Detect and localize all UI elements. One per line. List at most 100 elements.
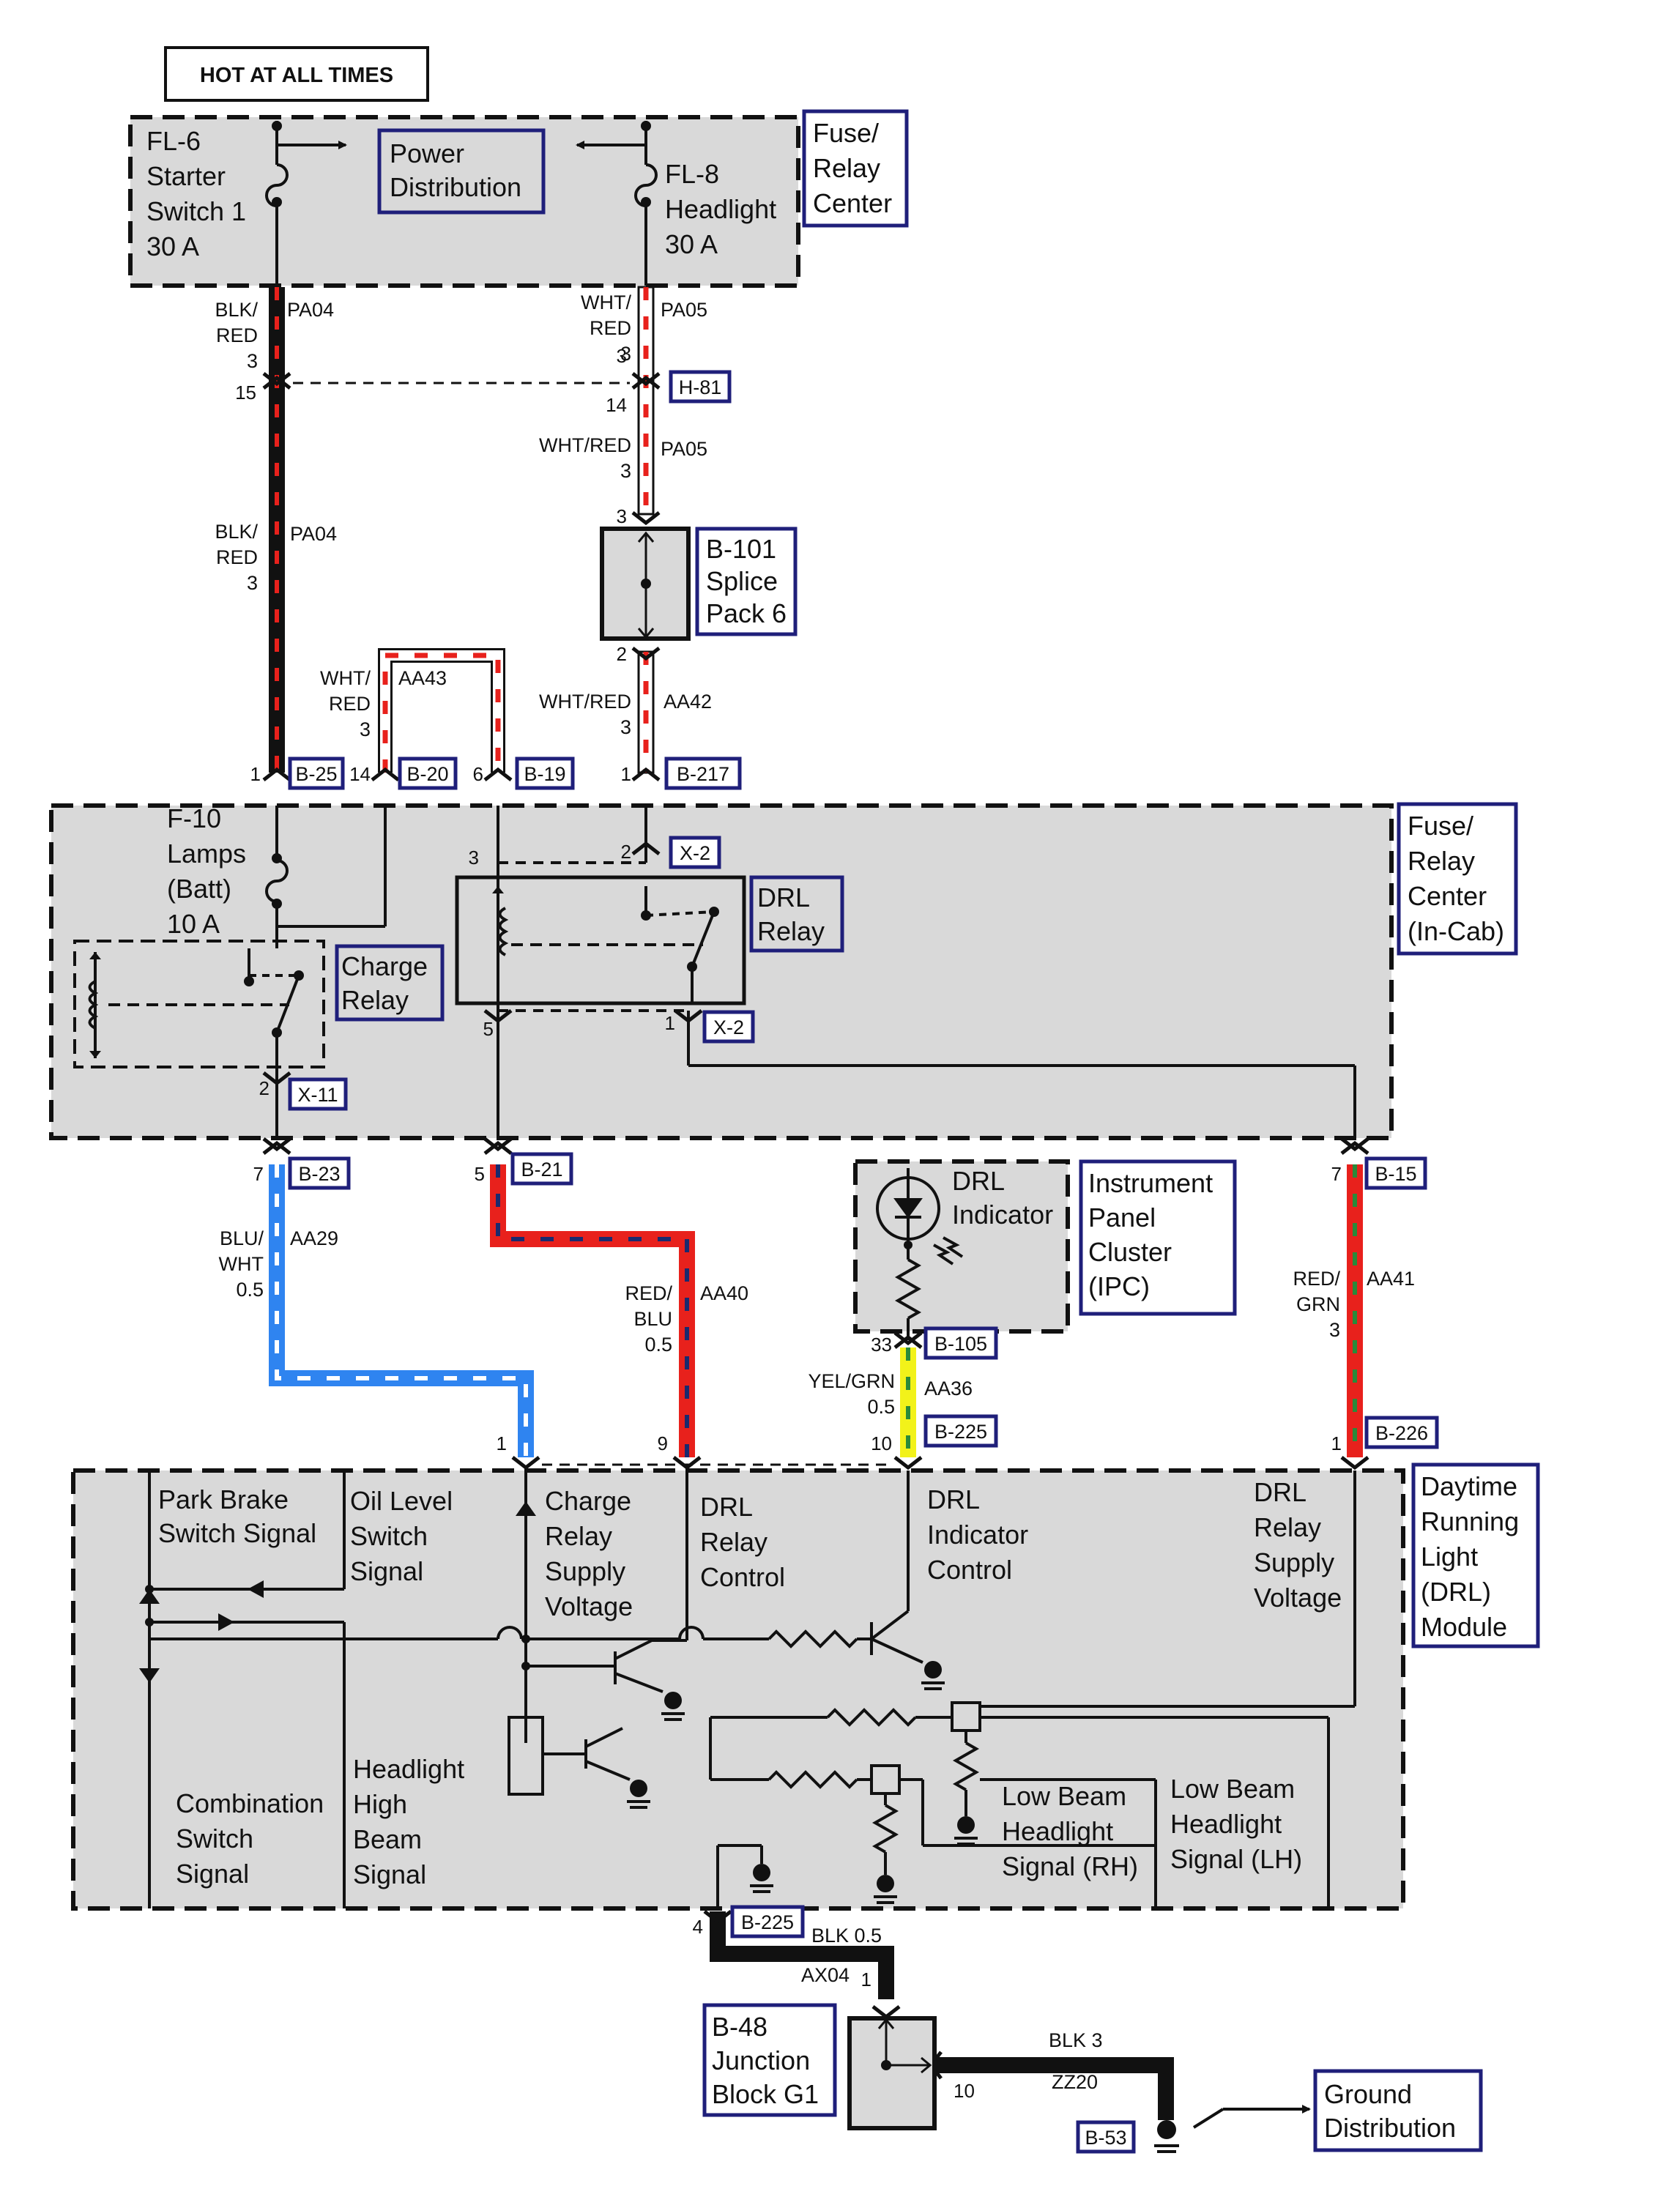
- hhb-line4: Signal: [353, 1859, 426, 1889]
- wire-aa29: [269, 1164, 534, 1457]
- aa36-circuit: AA36: [924, 1378, 973, 1399]
- aa42-gauge: 3: [620, 716, 631, 738]
- aa29-color1: BLU/: [220, 1227, 264, 1249]
- conn-b15[interactable]: B-15: [1375, 1163, 1416, 1185]
- drl-relay-callout[interactable]: [749, 875, 844, 953]
- pin-3-splice: 3: [617, 505, 627, 527]
- pa04-circuit: PA04: [287, 299, 334, 321]
- pin-6-b19: 6: [473, 763, 483, 785]
- fl6-line1: FL-6: [146, 126, 201, 156]
- conn-b23[interactable]: B-23: [298, 1163, 340, 1185]
- aa29-circuit: AA29: [290, 1227, 338, 1249]
- conn-b105[interactable]: B-105: [934, 1333, 987, 1355]
- conn-b217[interactable]: B-217: [677, 763, 729, 785]
- aa42-color: WHT/RED: [539, 691, 631, 713]
- pa05-gauge: 3: [620, 343, 631, 365]
- fl8-line1: FL-8: [665, 159, 719, 189]
- aa40-color1: RED/: [625, 1282, 672, 1304]
- drl-module-callout[interactable]: [1411, 1462, 1540, 1648]
- hhb-line3: Beam: [353, 1824, 422, 1854]
- pin-1-b226: 1: [1331, 1432, 1342, 1454]
- power-distribution-callout[interactable]: [377, 128, 546, 215]
- incab-side-line1: Fuse/: [1408, 811, 1473, 841]
- conn-b25[interactable]: B-25: [295, 763, 337, 785]
- ground-distribution-callout[interactable]: [1313, 2069, 1483, 2152]
- wire-aa40: [490, 1164, 695, 1457]
- splice-line2: Splice: [706, 566, 778, 596]
- pin-7-b23: 7: [253, 1163, 264, 1185]
- module-grounds: [630, 1661, 975, 1892]
- pa04-color1: BLK/: [215, 299, 258, 321]
- connector-labels-incab: [288, 836, 755, 1111]
- aa41-circuit: AA41: [1367, 1268, 1415, 1290]
- ground-dist-line1: Ground: [1324, 2079, 1412, 2109]
- conn-b225-bottom[interactable]: B-225: [741, 1911, 794, 1933]
- conn-x11[interactable]: X-11: [297, 1084, 338, 1106]
- wire-aa42: [637, 650, 655, 774]
- ipc-callout[interactable]: [1079, 1159, 1237, 1316]
- frc-line3: Center: [813, 188, 892, 218]
- pin-4: 4: [693, 1916, 703, 1938]
- drl-module-side-line5: Module: [1421, 1612, 1507, 1642]
- combination-line2: Switch: [176, 1824, 253, 1854]
- drl-ind-control-line3: Control: [927, 1555, 1012, 1585]
- junction-callout[interactable]: [702, 2003, 837, 2117]
- oil-level-line1: Oil Level: [350, 1486, 453, 1516]
- frc-line1: Fuse/: [813, 118, 879, 148]
- power-dist-line1: Power: [390, 138, 464, 168]
- incab-fuse-relay-center: [49, 803, 1394, 1140]
- park-brake-line1: Park Brake: [158, 1484, 289, 1514]
- fl6-line2: Starter: [146, 161, 226, 191]
- crsv-line2: Relay: [545, 1521, 612, 1551]
- fuse-relay-center-callout[interactable]: [802, 109, 909, 228]
- incab-circuits: [73, 806, 1356, 1139]
- junction-line2: Junction: [712, 2045, 810, 2075]
- hot-box: [164, 46, 429, 102]
- charge-relay-line1: Charge: [341, 951, 428, 981]
- conn-h81[interactable]: H-81: [679, 376, 722, 398]
- pin-2-splice: 2: [617, 643, 627, 665]
- pa05-mid-circuit: PA05: [661, 438, 707, 460]
- drl-supply-line4: Voltage: [1254, 1583, 1342, 1613]
- pa05-color1: WHT/: [581, 291, 631, 313]
- conn-b19[interactable]: B-19: [524, 763, 565, 785]
- conn-b53[interactable]: B-53: [1085, 2127, 1126, 2149]
- connector-symbols-mid: [511, 1331, 1369, 1471]
- charge-relay-callout[interactable]: [335, 944, 445, 1022]
- pin-33: 33: [871, 1334, 892, 1356]
- pin-1-junction: 1: [861, 1969, 871, 1990]
- fl6-line4: 30 A: [146, 231, 199, 261]
- aa43-gauge: 3: [360, 718, 371, 740]
- aa43-color1: WHT/: [320, 667, 371, 689]
- pa05-color2: RED: [590, 317, 631, 339]
- pa04-gauge: 3: [247, 350, 258, 372]
- drl-supply-line2: Relay: [1254, 1512, 1321, 1542]
- conn-x2-bottom[interactable]: X-2: [713, 1016, 744, 1038]
- wire-ax04: [710, 1911, 894, 1999]
- f10-line1: F-10: [167, 803, 221, 833]
- pa05-mid-color: WHT/RED: [539, 434, 631, 456]
- module-ground-bars: [627, 1681, 978, 1904]
- pin-2-x11: 2: [259, 1077, 270, 1099]
- pin-3-h81: 3: [617, 345, 627, 367]
- pin-1-b25: 1: [250, 763, 261, 785]
- low-rh-line3: Signal (RH): [1002, 1851, 1138, 1881]
- conn-b21[interactable]: B-21: [521, 1159, 562, 1181]
- aa40-gauge: 0.5: [644, 1334, 672, 1356]
- connector-labels-ground: [730, 1905, 1136, 2154]
- charge-relay-line2: Relay: [341, 985, 409, 1015]
- hhb-line1: Headlight: [353, 1754, 464, 1784]
- conn-b226[interactable]: B-226: [1375, 1422, 1428, 1444]
- conn-x2-top[interactable]: X-2: [680, 842, 710, 864]
- conn-b20[interactable]: B-20: [406, 763, 448, 785]
- ground1-circuit: AX04: [801, 1964, 850, 1986]
- conn-b225-top[interactable]: B-225: [934, 1421, 987, 1443]
- ground2-label: BLK 3: [1049, 2029, 1103, 2051]
- drl-supply-line3: Supply: [1254, 1547, 1334, 1577]
- splice-callout[interactable]: [695, 527, 798, 636]
- oil-level-line3: Signal: [350, 1556, 423, 1586]
- low-lh-line1: Low Beam: [1170, 1774, 1295, 1804]
- ipc-box: [853, 1159, 1070, 1334]
- incab-center-callout[interactable]: [1397, 802, 1518, 956]
